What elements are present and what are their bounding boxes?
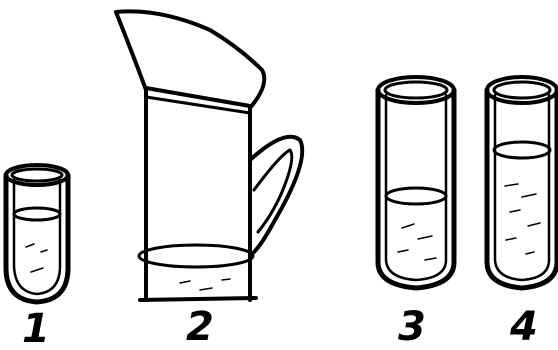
vessel-1-label: 1: [22, 306, 50, 350]
vessel-2-pitcher: [116, 11, 302, 300]
vessel-1-liquid-marks: [26, 244, 47, 272]
vessel-3-tall-tube: [378, 77, 454, 288]
pitcher-spout: [116, 11, 264, 108]
vessel-4-liquid-marks: [505, 184, 540, 254]
vessel-2-label: 2: [186, 304, 214, 350]
vessel-1-small-tube: [6, 165, 68, 302]
vessel-3-liquid-surface: [386, 188, 446, 204]
vessel-1-liquid-surface: [14, 208, 60, 220]
pitcher-handle-outer: [250, 137, 302, 252]
vessel-3-liquid-marks: [398, 224, 436, 260]
vessel-2-liquid-marks: [180, 279, 230, 290]
vessel-4-liquid-surface: [494, 142, 550, 158]
vessel-2-liquid-surface: [139, 245, 253, 267]
vessel-4-tall-tube: [487, 77, 557, 288]
vessel-4-label: 4: [509, 304, 538, 350]
vessel-3-label: 3: [398, 304, 426, 350]
